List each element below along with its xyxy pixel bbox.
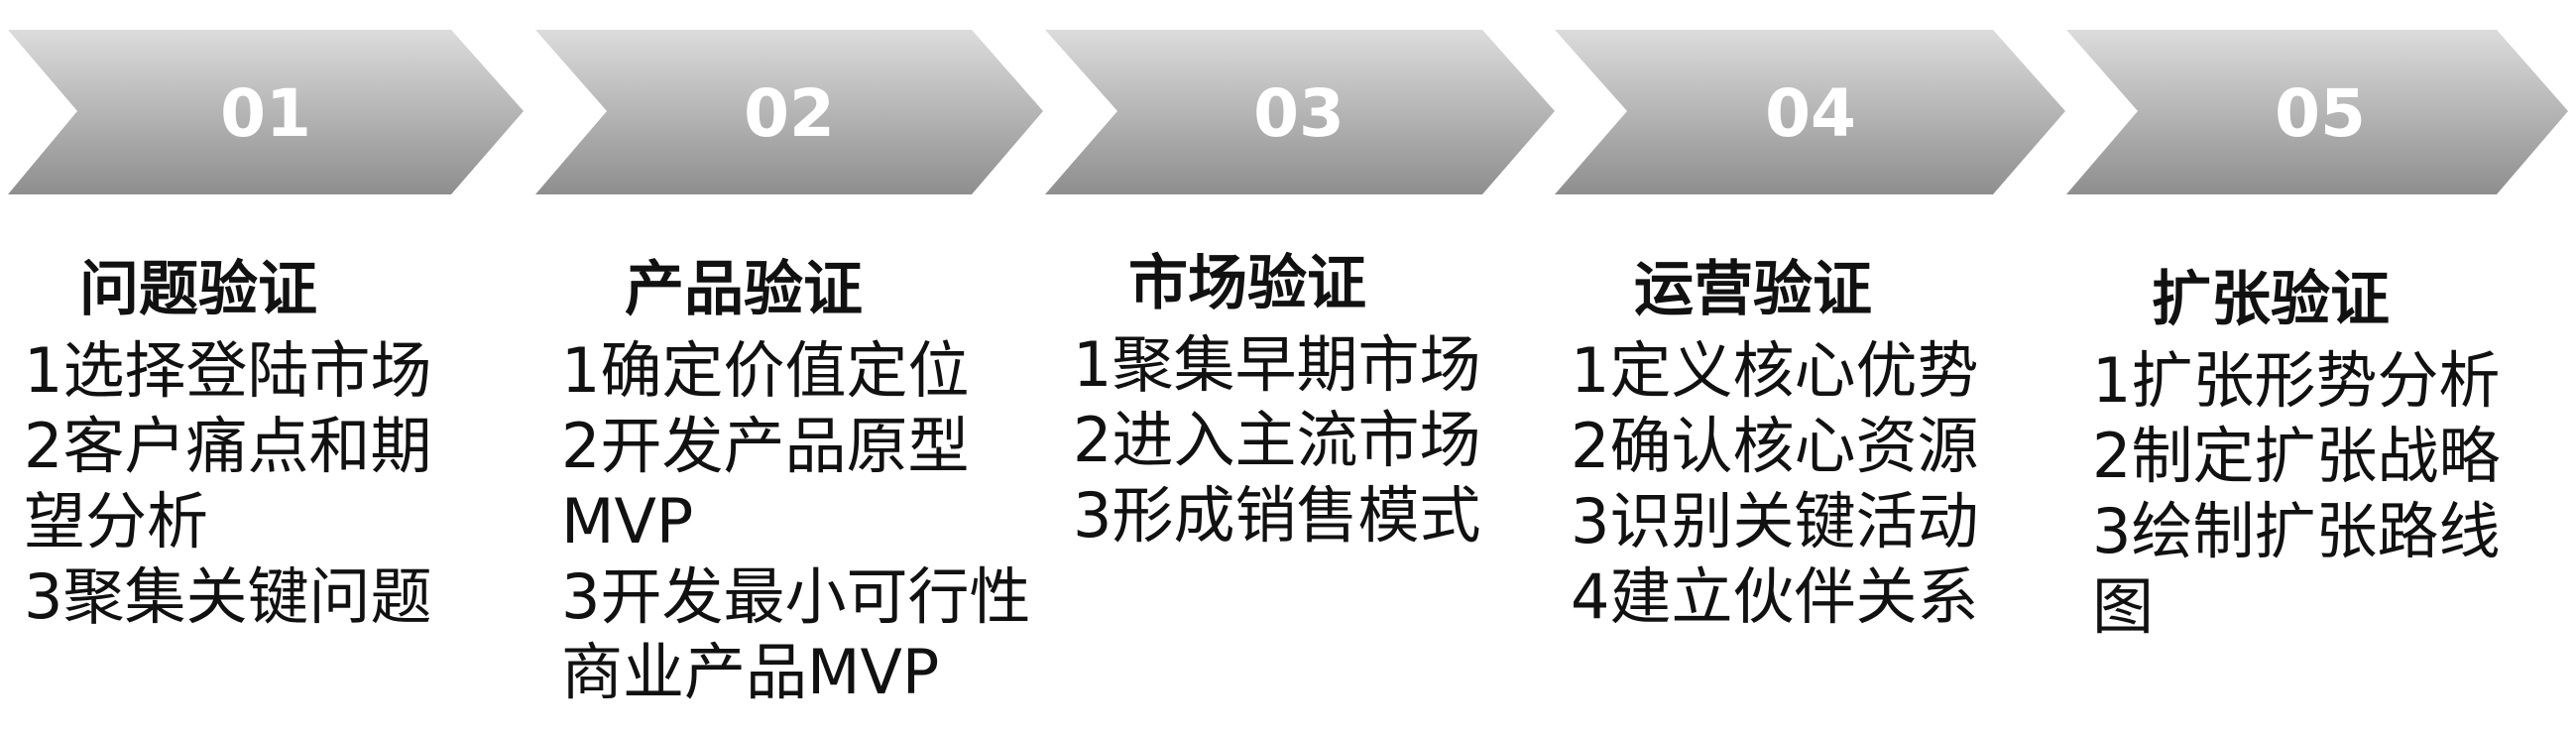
chevron-shape	[535, 30, 1043, 194]
step-title: 市场验证	[1128, 249, 1366, 318]
step-item: 2进入主流市场	[1073, 404, 1481, 476]
step-items: 1确定价值定位 2开发产品原型MVP 3开发最小可行性商业产品MVP	[561, 333, 1037, 710]
chevron-step-3: 03	[1045, 30, 1555, 194]
chevron-step-5: 05	[2066, 30, 2568, 194]
step-item: 1扩张形势分析	[2092, 344, 2501, 417]
step-items: 1选择登陆市场 2客户痛点和期望分析 3聚集关键问题	[24, 333, 460, 635]
step-column-2: 产品验证 1确定价值定位 2开发产品原型MVP 3开发最小可行性商业产品MVP	[561, 250, 1037, 710]
step-item: 3开发最小可行性商业产品MVP	[561, 560, 1031, 708]
step-item: 4建立伙伴关系	[1571, 560, 1979, 633]
step-title: 运营验证	[1634, 255, 1872, 324]
step-number: 05	[2275, 75, 2366, 152]
step-items: 1扩张形势分析 2制定扩张战略 3绘制扩张路线图	[2092, 343, 2538, 645]
step-column-4: 运营验证 1定义核心优势 2确认核心资源 3识别关键活动 4建立伙伴关系	[1571, 250, 2027, 635]
chevron-step-4: 04	[1555, 30, 2065, 194]
step-number: 04	[1765, 75, 1856, 152]
step-items: 1定义核心优势 2确认核心资源 3识别关键活动 4建立伙伴关系	[1571, 333, 2027, 635]
step-item: 1聚集早期市场	[1073, 328, 1481, 401]
chevron-shape	[1045, 30, 1555, 194]
step-item: 3形成销售模式	[1073, 479, 1481, 552]
chevron-shape	[2066, 30, 2568, 194]
process-chevrons: 01 02 03 04 05	[8, 30, 2568, 194]
step-items: 1聚集早期市场 2进入主流市场 3形成销售模式	[1073, 327, 1529, 554]
step-item: 3识别关键活动	[1571, 485, 1979, 557]
step-number: 01	[220, 75, 311, 152]
step-item: 2确认核心资源	[1571, 410, 1979, 482]
step-title: 扩张验证	[2152, 265, 2390, 334]
step-column-3: 市场验证 1聚集早期市场 2进入主流市场 3形成销售模式	[1073, 244, 1529, 554]
step-item: 2制定扩张战略	[2092, 420, 2501, 492]
step-item: 3聚集关键问题	[24, 560, 432, 633]
step-item: 1确定价值定位	[561, 334, 970, 407]
step-item: 1选择登陆市场	[24, 334, 432, 407]
step-item: 3绘制扩张路线图	[2092, 495, 2501, 643]
step-column-5: 扩张验证 1扩张形势分析 2制定扩张战略 3绘制扩张路线图	[2092, 260, 2538, 645]
step-item: 1定义核心优势	[1571, 334, 1979, 407]
chevron-shape	[8, 30, 524, 194]
step-item: 2开发产品原型MVP	[561, 410, 970, 557]
step-title: 产品验证	[625, 255, 863, 324]
chevron-shape	[1555, 30, 2065, 194]
step-item: 2客户痛点和期望分析	[24, 410, 432, 557]
step-number: 03	[1253, 75, 1345, 152]
step-column-1: 问题验证 1选择登陆市场 2客户痛点和期望分析 3聚集关键问题	[24, 250, 460, 635]
chevron-step-2: 02	[535, 30, 1043, 194]
step-number: 02	[744, 75, 835, 152]
step-title: 问题验证	[79, 255, 317, 324]
chevron-step-1: 01	[8, 30, 524, 194]
